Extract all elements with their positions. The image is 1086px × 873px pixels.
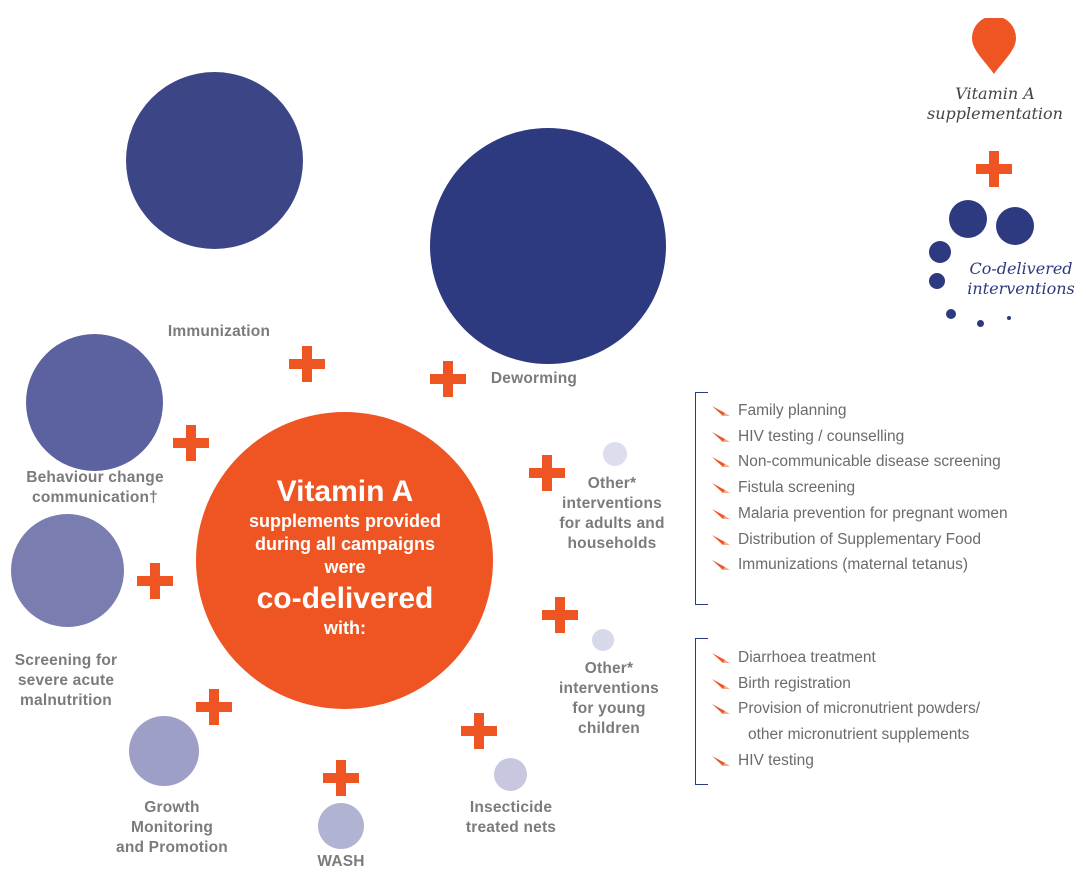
legend-vitamin-label: Vitamin A supplementation [927, 84, 1063, 123]
pencil-icon [712, 678, 730, 689]
center-text: Vitamin A supplements provided during al… [211, 474, 479, 640]
legend-dot [996, 207, 1034, 245]
list-item: Family planning [711, 398, 1008, 424]
list-item-label: Family planning [738, 402, 847, 419]
list-item: Birth registration [711, 671, 980, 697]
wash-circle [318, 803, 364, 849]
list-item-label: HIV testing / counselling [738, 427, 905, 445]
plus-icon [323, 760, 359, 796]
legend-plus-icon [976, 151, 1012, 187]
legend-dot [1007, 316, 1011, 320]
vitamin-a-center-circle [196, 412, 493, 709]
list-item: HIV testing / counselling [711, 424, 1008, 450]
list-item-label: other micronutrient supplements [748, 726, 970, 744]
list-item: Non-communicable disease screening [711, 449, 1008, 475]
nets-label: Insecticide treated nets [465, 799, 557, 836]
list-item-label: Fistula screening [738, 479, 856, 497]
center-line-3: were [324, 557, 366, 577]
center-title: Vitamin A [276, 475, 414, 508]
pencil-icon [712, 704, 730, 715]
legend-dot [949, 200, 987, 238]
plus-icon [542, 597, 578, 633]
other-children-label: Other* interventions for young children [559, 660, 659, 737]
plus-icon [196, 689, 232, 725]
pencil-icon [712, 457, 730, 468]
pencil-icon [712, 755, 730, 766]
other-adults-circle [603, 442, 627, 466]
pencil-icon [712, 560, 730, 571]
deworming-circle [430, 128, 666, 364]
plus-icon [430, 361, 466, 397]
list-item-label: Diarrhoea treatment [738, 649, 876, 666]
immunization-circle [126, 72, 303, 249]
plus-icon [173, 425, 209, 461]
list-item: Distribution of Supplementary Food [711, 527, 1008, 553]
list-item-label: Distribution of Supplementary Food [738, 530, 981, 548]
growth-label: Growth Monitoring and Promotion [116, 799, 228, 856]
immunization-label: Immunization [167, 323, 271, 340]
pencil-icon [712, 534, 730, 545]
behaviour-circle [26, 334, 163, 471]
list-item: Fistula screening [711, 475, 1008, 501]
child-list-bracket [695, 638, 708, 785]
nets-circle [494, 758, 527, 791]
pencil-icon [712, 483, 730, 494]
plus-icon [289, 346, 325, 382]
plus-icon [137, 563, 173, 599]
pencil-icon [712, 431, 730, 442]
list-item-label: Immunizations (maternal tetanus) [738, 556, 969, 574]
list-item-label: Provision of micronutrient powders/ [738, 700, 981, 718]
adult-list-bracket [695, 392, 708, 605]
list-item: Malaria prevention for pregnant women [711, 501, 1008, 527]
list-item: Diarrhoea treatment [711, 645, 980, 671]
center-line-4: with: [324, 618, 366, 638]
list-item: HIV testing [711, 748, 980, 774]
pencil-icon [712, 406, 730, 416]
list-item: Provision of micronutrient powders/ [711, 696, 980, 722]
list-item-label: Malaria prevention for pregnant women [738, 504, 1008, 522]
center-big-text: co-delivered [256, 582, 434, 615]
pencil-icon [712, 653, 730, 663]
legend-dot [946, 309, 956, 319]
screening-circle [11, 514, 124, 627]
legend-dot [929, 241, 951, 263]
list-item: Immunizations (maternal tetanus) [711, 552, 1008, 578]
plus-icon [461, 713, 497, 749]
list-item-label: HIV testing [738, 751, 814, 769]
list-item-label: Non-communicable disease screening [738, 453, 1001, 471]
other-adults-label: Other* interventions for adults and hous… [559, 475, 665, 552]
list-item: other micronutrient supplements [711, 722, 980, 748]
other-children-circle [592, 629, 614, 651]
list-item-label: Birth registration [738, 674, 851, 692]
wash-label: WASH [317, 853, 365, 870]
deworming-label: Deworming [490, 370, 578, 387]
screening-label: Screening for severe acute malnutrition [14, 652, 118, 709]
center-line-2: during all campaigns [254, 534, 436, 554]
legend-dot [929, 273, 945, 289]
map-pin-icon [972, 18, 1016, 74]
center-line-1: supplements provided [248, 511, 442, 531]
growth-circle [129, 716, 199, 786]
behaviour-label: Behaviour change communication† [26, 469, 164, 506]
pencil-icon [712, 508, 730, 519]
legend-dot [977, 320, 984, 327]
plus-icon [529, 455, 565, 491]
legend-codelivered-label: Co-delivered interventions [967, 259, 1075, 298]
